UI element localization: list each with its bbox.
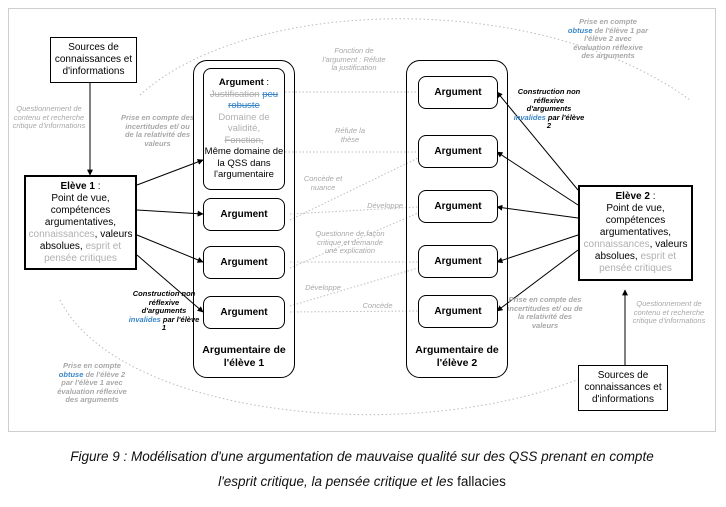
sources-box-left: Sources de connaissances et d'informatio… <box>50 37 137 83</box>
eleve2-name: Elève 2 <box>615 191 650 202</box>
argumentaire-eleve2 <box>406 60 508 378</box>
construction-note-e2: Construction non réflexive d'arguments i… <box>513 87 585 131</box>
figure-caption-line2: l'esprit critique, la pensée critique et… <box>218 474 506 489</box>
questioning-left: Questionnement de contenu et recherche c… <box>12 104 86 130</box>
argumentaire-eleve1 <box>193 60 295 378</box>
sources-right-text: Sources de connaissances et d'informatio… <box>584 370 662 405</box>
arrow-e1-arg2 <box>136 209 204 217</box>
arrow-e2-arg5 <box>496 249 579 312</box>
figure-caption-line1: Figure 9 : Modélisation d'une argumentat… <box>70 449 654 464</box>
eleve1-box: Elève 1 : Point de vue, compétences argu… <box>24 175 137 270</box>
dotted-link-5 <box>289 310 419 313</box>
arrow-e2-arg4 <box>496 234 579 264</box>
uncertainty-right: Prise en compte des incertitudes et/ ou … <box>507 295 583 330</box>
arrow-e1-arg4 <box>136 254 204 313</box>
dotted-link-8 <box>289 267 419 307</box>
argument-box-e2-1: Argument <box>418 76 498 109</box>
column1-title: Argumentaire de l'élève 1 <box>202 344 286 369</box>
figure-frame <box>8 8 716 432</box>
argument-box-e2-3: Argument <box>418 190 498 223</box>
link-label-concede2: Concède <box>362 301 393 310</box>
dotted-link-6 <box>289 157 419 221</box>
uncertainty-left: Prise en compte des incertitudes et/ ou … <box>121 113 194 148</box>
obtuse-note-bottom: Prise en compte obtuse de l'élève 2 par … <box>57 361 127 404</box>
dotted-link-7 <box>289 212 419 269</box>
eleve1-critical: esprit et pensée critiques <box>44 240 122 264</box>
arrow-e2-arg2 <box>496 151 579 206</box>
link-label-develop2: Développe <box>305 283 341 292</box>
argument-box-e1-3: Argument <box>203 246 285 279</box>
sources-box-right: Sources de connaissances et d'informatio… <box>578 365 668 411</box>
dotted-arc-bottom <box>59 299 601 416</box>
argument-box-e1-2: Argument <box>203 198 285 231</box>
eleve2-box: Elève 2 : Point de vue, compétences argu… <box>578 185 693 281</box>
eleve2-line1: Point de vue, compétences argumentatives… <box>599 203 672 238</box>
link-label-refute: Réfute la thèse <box>334 126 366 144</box>
argument-box-e2-5: Argument <box>418 295 498 328</box>
eleve2-knowledge: connaissances <box>583 239 650 250</box>
eleve1-name: Elève 1 <box>60 180 95 192</box>
link-label-question: Questionne de façon critique et demande … <box>315 229 385 255</box>
arrow-e2-arg3 <box>496 204 579 219</box>
questioning-right: Questionnement de contenu et recherche c… <box>632 299 706 325</box>
argument-box-e1-4: Argument <box>203 296 285 329</box>
eleve1-knowledge: connaissances <box>28 228 95 240</box>
link-label-fonction: Fonction de l'argument : Réfute la justi… <box>322 46 386 72</box>
arrow-e1-arg-main <box>136 159 204 186</box>
dotted-link-3 <box>289 206 419 215</box>
main-argument-box: Argument : Justification peu robuste Dom… <box>203 68 285 190</box>
argument-box-e2-4: Argument <box>418 245 498 278</box>
eleve1-line1: Point de vue, compétences argumentatives… <box>44 192 117 228</box>
arrow-e1-arg3 <box>136 234 204 263</box>
dotted-arc-top <box>139 18 691 101</box>
link-label-concede1: Concède et nuance <box>303 174 343 192</box>
column2-title: Argumentaire de l'élève 2 <box>415 344 499 369</box>
sources-left-text: Sources de connaissances et d'informatio… <box>54 42 133 77</box>
obtuse-note-top: Prise en compte obtuse de l'élève 1 par … <box>567 17 649 60</box>
arrow-e2-arg1 <box>496 91 579 191</box>
link-label-develop1: Développe <box>367 201 403 210</box>
argument-box-e2-2: Argument <box>418 135 498 168</box>
construction-note-e1: Construction non réflexive d'arguments i… <box>128 289 200 333</box>
eleve2-critical: esprit et pensée critiques <box>599 251 677 274</box>
